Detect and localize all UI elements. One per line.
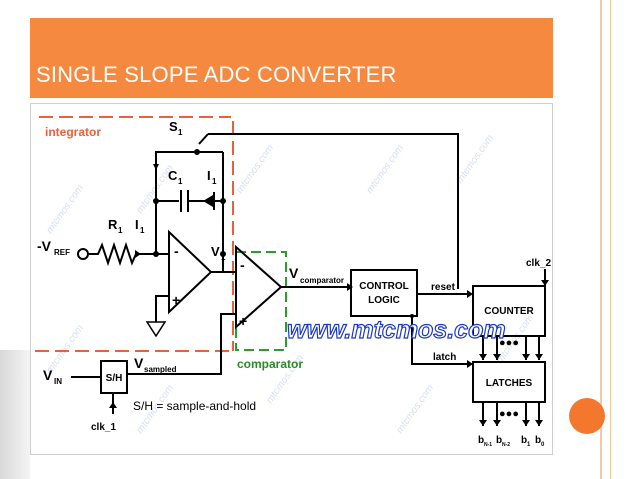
watermark-small: mtcmos.com: [394, 383, 436, 436]
control-logic-line2: LOGIC: [368, 295, 400, 306]
watermark-small: mtcmos.com: [44, 183, 86, 236]
cap-current-label: I: [207, 168, 211, 183]
comparator-label: comparator: [237, 357, 303, 371]
resistor-sub: 1: [118, 226, 123, 235]
resistor-label: R: [108, 217, 118, 232]
cap-current-sub: 1: [212, 177, 217, 186]
counter-label: COUNTER: [484, 306, 534, 317]
input-current-label: I: [135, 217, 139, 232]
right-decorative-rule: [600, 0, 602, 479]
integrator-region: integrator: [35, 116, 234, 352]
clk2-label: clk_2: [526, 258, 551, 269]
output-b3: b: [521, 435, 527, 446]
output-b3-sub: 1: [527, 442, 531, 448]
capacitor-label: C: [168, 168, 178, 183]
vin-label: V: [43, 367, 53, 383]
comparator-plus: +: [239, 313, 247, 329]
title-bar: [30, 18, 553, 98]
sh-label: S/H: [106, 373, 123, 384]
opamp-minus: -: [174, 243, 179, 259]
watermark-small: mtcmos.com: [364, 143, 406, 196]
v1-sub: 1: [221, 253, 226, 262]
vsampled-sub: sampled: [144, 365, 177, 374]
opamp-plus: +: [172, 292, 180, 308]
vref-terminal: [77, 248, 89, 260]
latches-dots: ●●●: [499, 408, 519, 420]
diagram-frame: mtcmos.com mtcmos.com mtcmos.com mtcmos.…: [30, 103, 553, 455]
ground-symbol: [145, 321, 167, 338]
vcomp-sub: comparator: [300, 276, 344, 285]
input-current-sub: 1: [140, 226, 145, 235]
sh-note: S/H = sample-and-hold: [133, 399, 256, 413]
output-b4: b: [535, 435, 541, 446]
arrowheads: [109, 164, 549, 426]
watermark-small: mtcmos.com: [454, 133, 496, 186]
output-b2-sub: N-2: [502, 442, 510, 448]
latch-label: latch: [433, 352, 456, 363]
current-arrow-icon: [203, 192, 215, 210]
output-b1-sub: N-1: [484, 442, 492, 448]
control-logic-line1: CONTROL: [359, 281, 408, 292]
left-shadow-decoration: [0, 350, 30, 479]
watermark-url: www.mtcmos.com: [287, 316, 506, 344]
output-b4-sub: 0: [541, 442, 545, 448]
reset-label: reset: [431, 282, 456, 293]
v1-label: V: [211, 244, 220, 259]
vref-sub: REF: [54, 248, 70, 257]
watermark-small: mtcmos.com: [234, 143, 276, 196]
switch-label: S: [169, 119, 178, 134]
decorative-orange-dot: [569, 398, 605, 434]
watermark-pattern: mtcmos.com mtcmos.com mtcmos.com mtcmos.…: [44, 133, 536, 436]
adc-circuit-diagram: mtcmos.com mtcmos.com mtcmos.com mtcmos.…: [35, 116, 551, 448]
vsampled-label: V: [134, 355, 144, 371]
right-decorative-rule-thin: [610, 0, 611, 479]
vin-sub: IN: [54, 377, 62, 386]
capacitor-sub: 1: [178, 177, 183, 186]
clk1-label: clk_1: [91, 422, 116, 433]
switch-sub: 1: [178, 128, 183, 137]
latches-label: LATCHES: [486, 378, 533, 389]
output-b1: b: [478, 435, 484, 446]
slide-title: SINGLE SLOPE ADC CONVERTER: [36, 62, 397, 87]
output-b2: b: [496, 435, 502, 446]
comparator-minus: -: [240, 257, 245, 273]
counter-dots: ●●●: [499, 337, 519, 349]
integrator-label: integrator: [45, 125, 101, 139]
vcomp-label: V: [289, 265, 299, 281]
vref-label: -V: [37, 238, 52, 254]
